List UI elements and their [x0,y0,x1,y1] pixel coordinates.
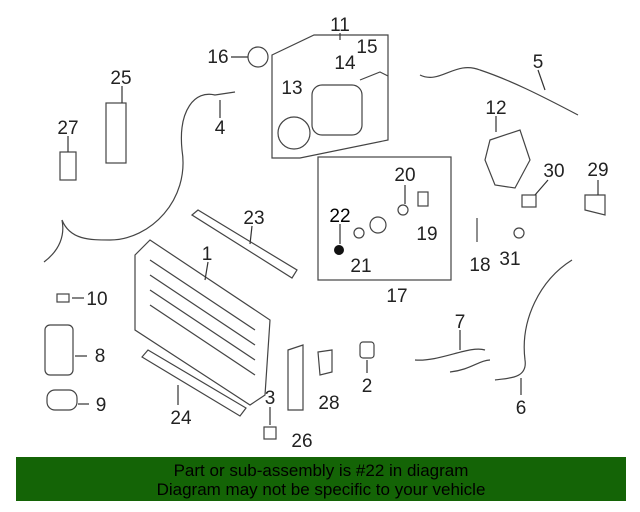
callout-20[interactable]: 20 [394,165,415,186]
part-27[interactable] [59,151,77,181]
callout-28[interactable]: 28 [318,393,339,414]
compressor-group-box [271,34,389,159]
part-22[interactable] [334,245,344,255]
callout-24[interactable]: 24 [170,408,192,429]
pipe-4-part[interactable] [43,91,236,263]
seal-26-part[interactable] [287,344,304,411]
clutch-13-part[interactable] [277,116,311,150]
callout-7[interactable]: 7 [455,312,466,333]
callout-22[interactable]: 22 [329,206,350,227]
banner-line-1: Part or sub-assembly is #22 in diagram [173,461,469,480]
callout-8[interactable]: 8 [95,346,106,367]
receiver-drier-8-part[interactable] [44,324,74,376]
banner-line-2: Diagram may not be specific to your vehi… [156,480,486,499]
callout-17[interactable]: 17 [386,286,407,307]
part-3[interactable] [263,426,277,440]
callout-5[interactable]: 5 [533,52,544,73]
diagram-notice-banner: Part or sub-assembly is #22 in diagram D… [16,457,626,501]
clutch-group-box [317,156,452,281]
callout-6[interactable]: 6 [516,398,527,419]
bracket-12-part[interactable] [484,129,531,189]
callout-labels: 1234567891011121314151617181920212223242… [57,15,608,452]
ring-21-part[interactable] [353,227,365,239]
part-30[interactable] [521,194,537,208]
callout-1[interactable]: 1 [202,244,213,265]
condenser-part[interactable] [134,239,271,406]
callout-19[interactable]: 19 [416,224,437,245]
callout-26[interactable]: 26 [291,431,312,452]
callout-31[interactable]: 31 [499,249,520,270]
callout-9[interactable]: 9 [96,395,107,416]
hose-7-part[interactable] [414,348,491,373]
bracket-25-part[interactable] [105,102,127,164]
callout-23[interactable]: 23 [243,208,264,229]
callout-21[interactable]: 21 [350,256,371,277]
callout-25[interactable]: 25 [110,68,131,89]
part-31[interactable] [513,227,525,239]
callout-29[interactable]: 29 [587,160,608,181]
condenser-fins [149,259,256,376]
pulley-16-part[interactable] [247,46,269,68]
callout-30[interactable]: 30 [543,161,564,182]
seal-24-part[interactable] [141,349,247,417]
bracket-29-part[interactable] [584,194,606,216]
compressor-14-part[interactable] [311,84,363,136]
pulley-21-part[interactable] [369,216,387,234]
callout-11[interactable]: 11 [330,15,350,36]
part-10[interactable] [56,293,70,303]
callout-27[interactable]: 27 [57,118,78,139]
callout-10[interactable]: 10 [86,289,107,310]
callout-18[interactable]: 18 [469,255,490,276]
part-20[interactable] [397,204,409,216]
pipe-15-part[interactable] [359,71,389,81]
clamp-9-part[interactable] [46,389,78,411]
callout-13[interactable]: 13 [281,78,302,99]
callout-3[interactable]: 3 [265,388,276,409]
seal-23-part[interactable] [190,209,298,279]
seal-28-part[interactable] [317,349,333,376]
callout-2[interactable]: 2 [362,376,373,397]
callout-4[interactable]: 4 [215,118,226,139]
part-19[interactable] [417,191,429,207]
hose-6-part[interactable] [494,259,573,381]
part-2[interactable] [359,341,375,359]
callout-16[interactable]: 16 [207,47,228,68]
callout-12[interactable]: 12 [485,98,506,119]
callout-15[interactable]: 15 [356,37,377,58]
leader-lines [67,33,599,425]
pipe-5-part[interactable] [419,67,579,116]
callout-14[interactable]: 14 [334,53,356,74]
